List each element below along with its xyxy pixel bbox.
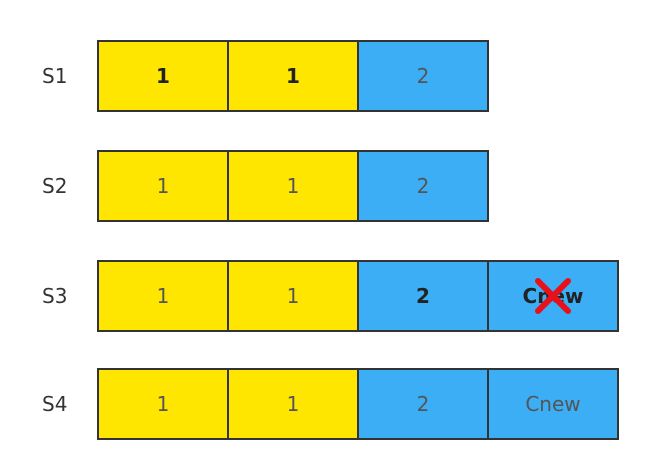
log-entries-s4: 1 1 2 Cnew (97, 368, 619, 440)
row-label-s1: S1 (42, 64, 68, 88)
log-entry: 1 (227, 260, 359, 332)
log-entries-s2: 1 1 2 (97, 150, 489, 222)
log-entry: 1 (97, 260, 229, 332)
log-entry: 1 (97, 150, 229, 222)
log-entries-s1: 1 1 2 (97, 40, 489, 112)
log-entry: 1 (97, 40, 229, 112)
log-entries-s3: 1 1 2 Cnew (97, 260, 619, 332)
log-entry: 1 (227, 150, 359, 222)
log-entry: 1 (97, 368, 229, 440)
log-entry-text: Cnew (522, 284, 584, 308)
log-entry: 2 (357, 40, 489, 112)
log-entry: 2 (357, 150, 489, 222)
log-entry: 1 (227, 368, 359, 440)
log-entry-crossed: Cnew (487, 260, 619, 332)
row-label-s2: S2 (42, 174, 68, 198)
log-entry: Cnew (487, 368, 619, 440)
log-entry: 2 (357, 260, 489, 332)
row-label-s3: S3 (42, 284, 68, 308)
row-label-s4: S4 (42, 392, 68, 416)
log-entry: 2 (357, 368, 489, 440)
log-entry: 1 (227, 40, 359, 112)
